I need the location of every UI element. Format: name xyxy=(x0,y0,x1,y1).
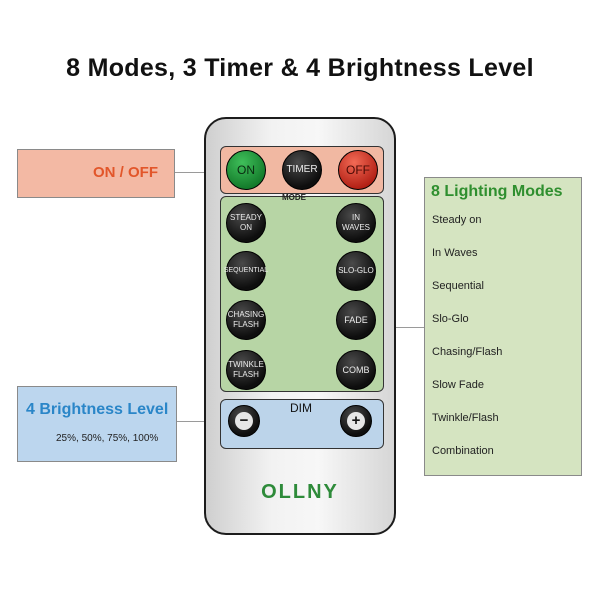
mode-list-item: Slo-Glo xyxy=(432,313,469,325)
on-button[interactable]: ON xyxy=(226,150,266,190)
comb-button[interactable]: COMB xyxy=(336,350,376,390)
in-waves-button[interactable]: IN WAVES xyxy=(336,203,376,243)
off-button[interactable]: OFF xyxy=(338,150,378,190)
onoff-callout: ON / OFF xyxy=(17,149,175,198)
brightness-connector xyxy=(177,421,219,422)
minus-icon: − xyxy=(235,412,253,430)
modes-connector xyxy=(382,327,424,328)
lighting-modes-callout: 8 Lighting Modes Steady on In Waves Sequ… xyxy=(424,177,582,476)
fade-button[interactable]: FADE xyxy=(336,300,376,340)
brightness-levels: 25%, 50%, 75%, 100% xyxy=(56,433,159,444)
mode-list-item: Chasing/Flash xyxy=(432,346,503,358)
mode-list-item: Combination xyxy=(432,445,494,457)
brightness-callout: 4 Brightness Level 25%, 50%, 75%, 100% xyxy=(17,386,177,462)
mode-list-item: In Waves xyxy=(432,247,478,259)
onoff-connector xyxy=(175,172,219,173)
mode-list-item: Twinkle/Flash xyxy=(432,412,499,424)
twinkle-flash-button[interactable]: TWINKLE FLASH xyxy=(226,350,266,390)
timer-button[interactable]: TIMER xyxy=(282,150,322,190)
mode-list-item: Sequential xyxy=(432,280,484,292)
page-title: 8 Modes, 3 Timer & 4 Brightness Level xyxy=(66,54,534,82)
plus-icon: + xyxy=(347,412,365,430)
onoff-callout-label: ON / OFF xyxy=(93,164,158,181)
brightness-heading: 4 Brightness Level xyxy=(26,401,169,418)
sequential-button[interactable]: SEQUENTIAL xyxy=(224,251,268,291)
remote-control: ON TIMER OFF MODE STEADY ON IN WAVES SEQ… xyxy=(204,117,396,535)
mode-label: MODE xyxy=(282,193,306,202)
brand-logo: OLLNY xyxy=(261,481,339,503)
dim-minus-button[interactable]: − xyxy=(228,405,260,437)
slo-glo-button[interactable]: SLO-GLO xyxy=(336,251,376,291)
steady-on-button[interactable]: STEADY ON xyxy=(226,203,266,243)
mode-list-item: Steady on xyxy=(432,214,482,226)
lighting-modes-heading: 8 Lighting Modes xyxy=(431,183,563,200)
dim-plus-button[interactable]: + xyxy=(340,405,372,437)
mode-list-item: Slow Fade xyxy=(432,379,484,391)
chasing-flash-button[interactable]: CHASING FLASH xyxy=(226,300,266,340)
dim-label: DIM xyxy=(290,401,312,415)
